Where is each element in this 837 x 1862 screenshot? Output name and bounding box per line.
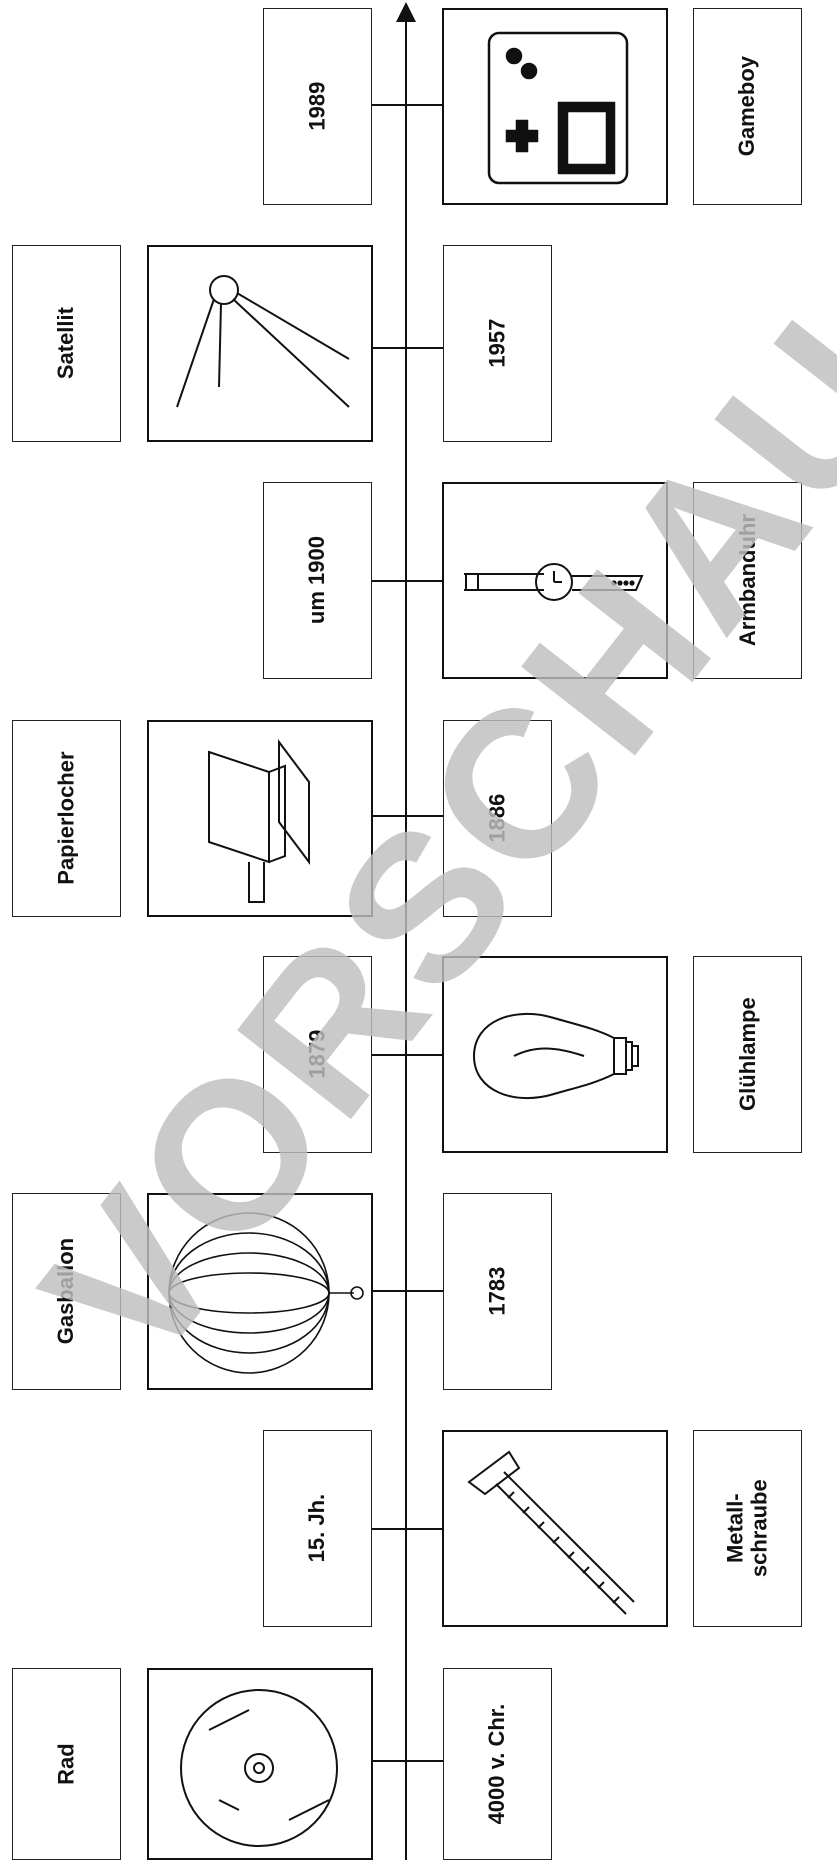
tick-hole-punch	[373, 815, 443, 817]
satellite-image	[147, 245, 373, 442]
tick-screw	[372, 1528, 442, 1530]
gameboy-icon	[444, 10, 670, 207]
light-bulb-image	[442, 956, 668, 1153]
name-label-gameboy: Gameboy	[693, 8, 802, 205]
year-label-light-bulb: 1879	[263, 956, 372, 1153]
timeline-axis	[405, 18, 407, 1860]
hole-punch-icon	[149, 722, 375, 919]
wristwatch-icon	[444, 484, 670, 681]
tick-wheel	[373, 1760, 443, 1762]
tick-satellite	[373, 347, 443, 349]
year-label-hole-punch: 1886	[443, 720, 552, 917]
year-label-screw: 15. Jh.	[263, 1430, 372, 1627]
name-label-satellite: Satellit	[12, 245, 121, 442]
screw-image	[442, 1430, 668, 1627]
year-label-gameboy: 1989	[263, 8, 372, 205]
tick-wristwatch	[372, 580, 442, 582]
name-label-wheel: Rad	[12, 1668, 121, 1860]
gas-balloon-icon	[149, 1195, 375, 1392]
year-label-wheel: 4000 v. Chr.	[443, 1668, 552, 1860]
year-label-gas-balloon: 1783	[443, 1193, 552, 1390]
name-label-gas-balloon: Gasballon	[12, 1193, 121, 1390]
wristwatch-image	[442, 482, 668, 679]
tick-gameboy	[372, 104, 442, 106]
gameboy-image	[442, 8, 668, 205]
year-label-wristwatch: um 1900	[263, 482, 372, 679]
light-bulb-icon	[444, 958, 670, 1155]
tick-gas-balloon	[373, 1290, 443, 1292]
screw-icon	[444, 1432, 670, 1629]
year-label-satellite: 1957	[443, 245, 552, 442]
hole-punch-image	[147, 720, 373, 917]
name-label-wristwatch: Armbanduhr	[693, 482, 802, 679]
name-label-light-bulb: Glühlampe	[693, 956, 802, 1153]
gas-balloon-image	[147, 1193, 373, 1390]
name-label-screw: Metall- schraube	[693, 1430, 802, 1627]
name-label-hole-punch: Papierlocher	[12, 720, 121, 917]
wheel-icon	[149, 1670, 375, 1862]
timeline-arrow-head	[396, 2, 416, 22]
wheel-image	[147, 1668, 373, 1860]
tick-light-bulb	[372, 1054, 442, 1056]
satellite-icon	[149, 247, 375, 444]
